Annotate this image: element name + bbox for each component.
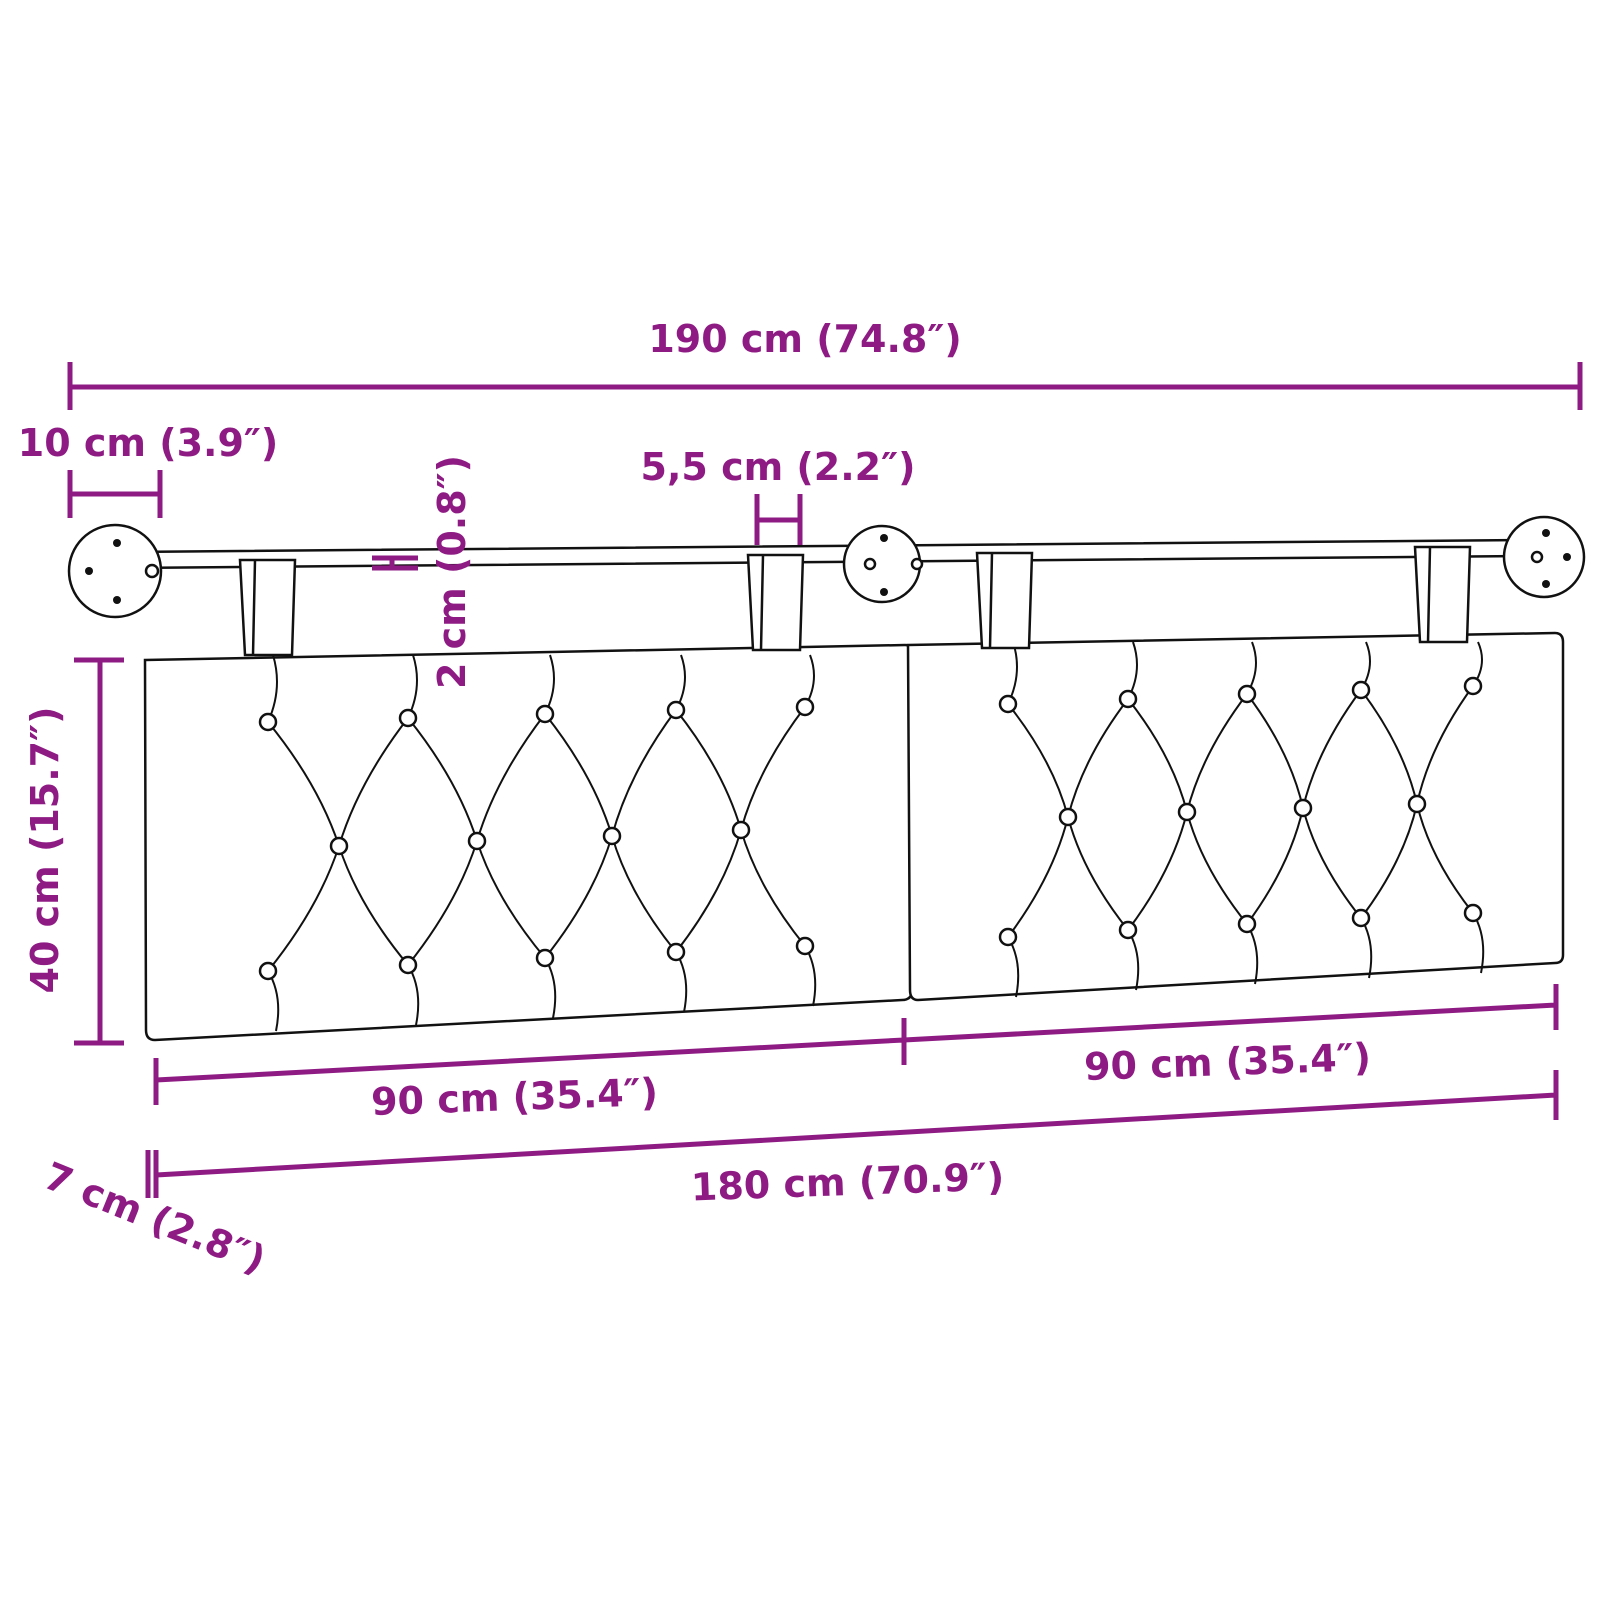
tuft-button <box>998 694 1018 714</box>
hanging-straps <box>238 545 1472 657</box>
strap <box>746 553 805 652</box>
strap <box>238 558 297 657</box>
tuft-button <box>1407 794 1427 814</box>
rod-diameter-label: 2 cm (0.8″) <box>430 455 474 689</box>
tuft-button <box>1293 798 1313 818</box>
tuft-button <box>1237 684 1257 704</box>
tuft-button <box>602 826 622 846</box>
wall-bracket-left <box>67 523 163 619</box>
rod <box>123 538 1527 570</box>
tuft-button <box>666 700 686 720</box>
tuft-button <box>258 712 278 732</box>
tuft-button <box>1118 689 1138 709</box>
tuft-seam <box>1007 641 1485 998</box>
tuft-button <box>535 704 555 724</box>
strap <box>1413 545 1472 644</box>
tuft-button <box>795 936 815 956</box>
left-cushion-width-label: 90 cm (35.4″) <box>370 1070 658 1124</box>
cushion-right <box>906 631 1565 1002</box>
cushion-height-label: 40 cm (15.7″) <box>23 707 67 994</box>
tuft-button <box>1177 802 1197 822</box>
total-cushion-width-label: 180 cm (70.9″) <box>690 1155 1005 1210</box>
bracket-width-label: 10 cm (3.9″) <box>18 421 279 465</box>
strap <box>975 551 1034 650</box>
tuft-button <box>1463 676 1483 696</box>
tuft-button <box>398 708 418 728</box>
tuft-button <box>1058 807 1078 827</box>
wall-bracket-center <box>842 524 924 604</box>
tuft-button <box>329 836 349 856</box>
tuft-button <box>666 942 686 962</box>
tuft-button <box>398 955 418 975</box>
tuft-button <box>535 948 555 968</box>
tuft-button <box>258 961 278 981</box>
right-cushion-width-label: 90 cm (35.4″) <box>1083 1035 1371 1089</box>
tuft-button <box>1351 680 1371 700</box>
tuft-button <box>1118 920 1138 940</box>
strap-width-label: 5,5 cm (2.2″) <box>641 445 916 489</box>
tuft-button <box>731 820 751 840</box>
tuft-button <box>1351 908 1371 928</box>
tuft-button <box>467 831 487 851</box>
tuft-button <box>1463 903 1483 923</box>
tuft-button <box>795 697 815 717</box>
total-rod-width-label: 190 cm (74.8″) <box>648 317 961 361</box>
dimension-lines <box>67 362 1583 1198</box>
wall-bracket-right <box>1502 515 1586 599</box>
tufting <box>258 641 1485 1032</box>
tuft-seam <box>267 654 817 1032</box>
tuft-button <box>1237 914 1257 934</box>
tuft-button <box>998 927 1018 947</box>
